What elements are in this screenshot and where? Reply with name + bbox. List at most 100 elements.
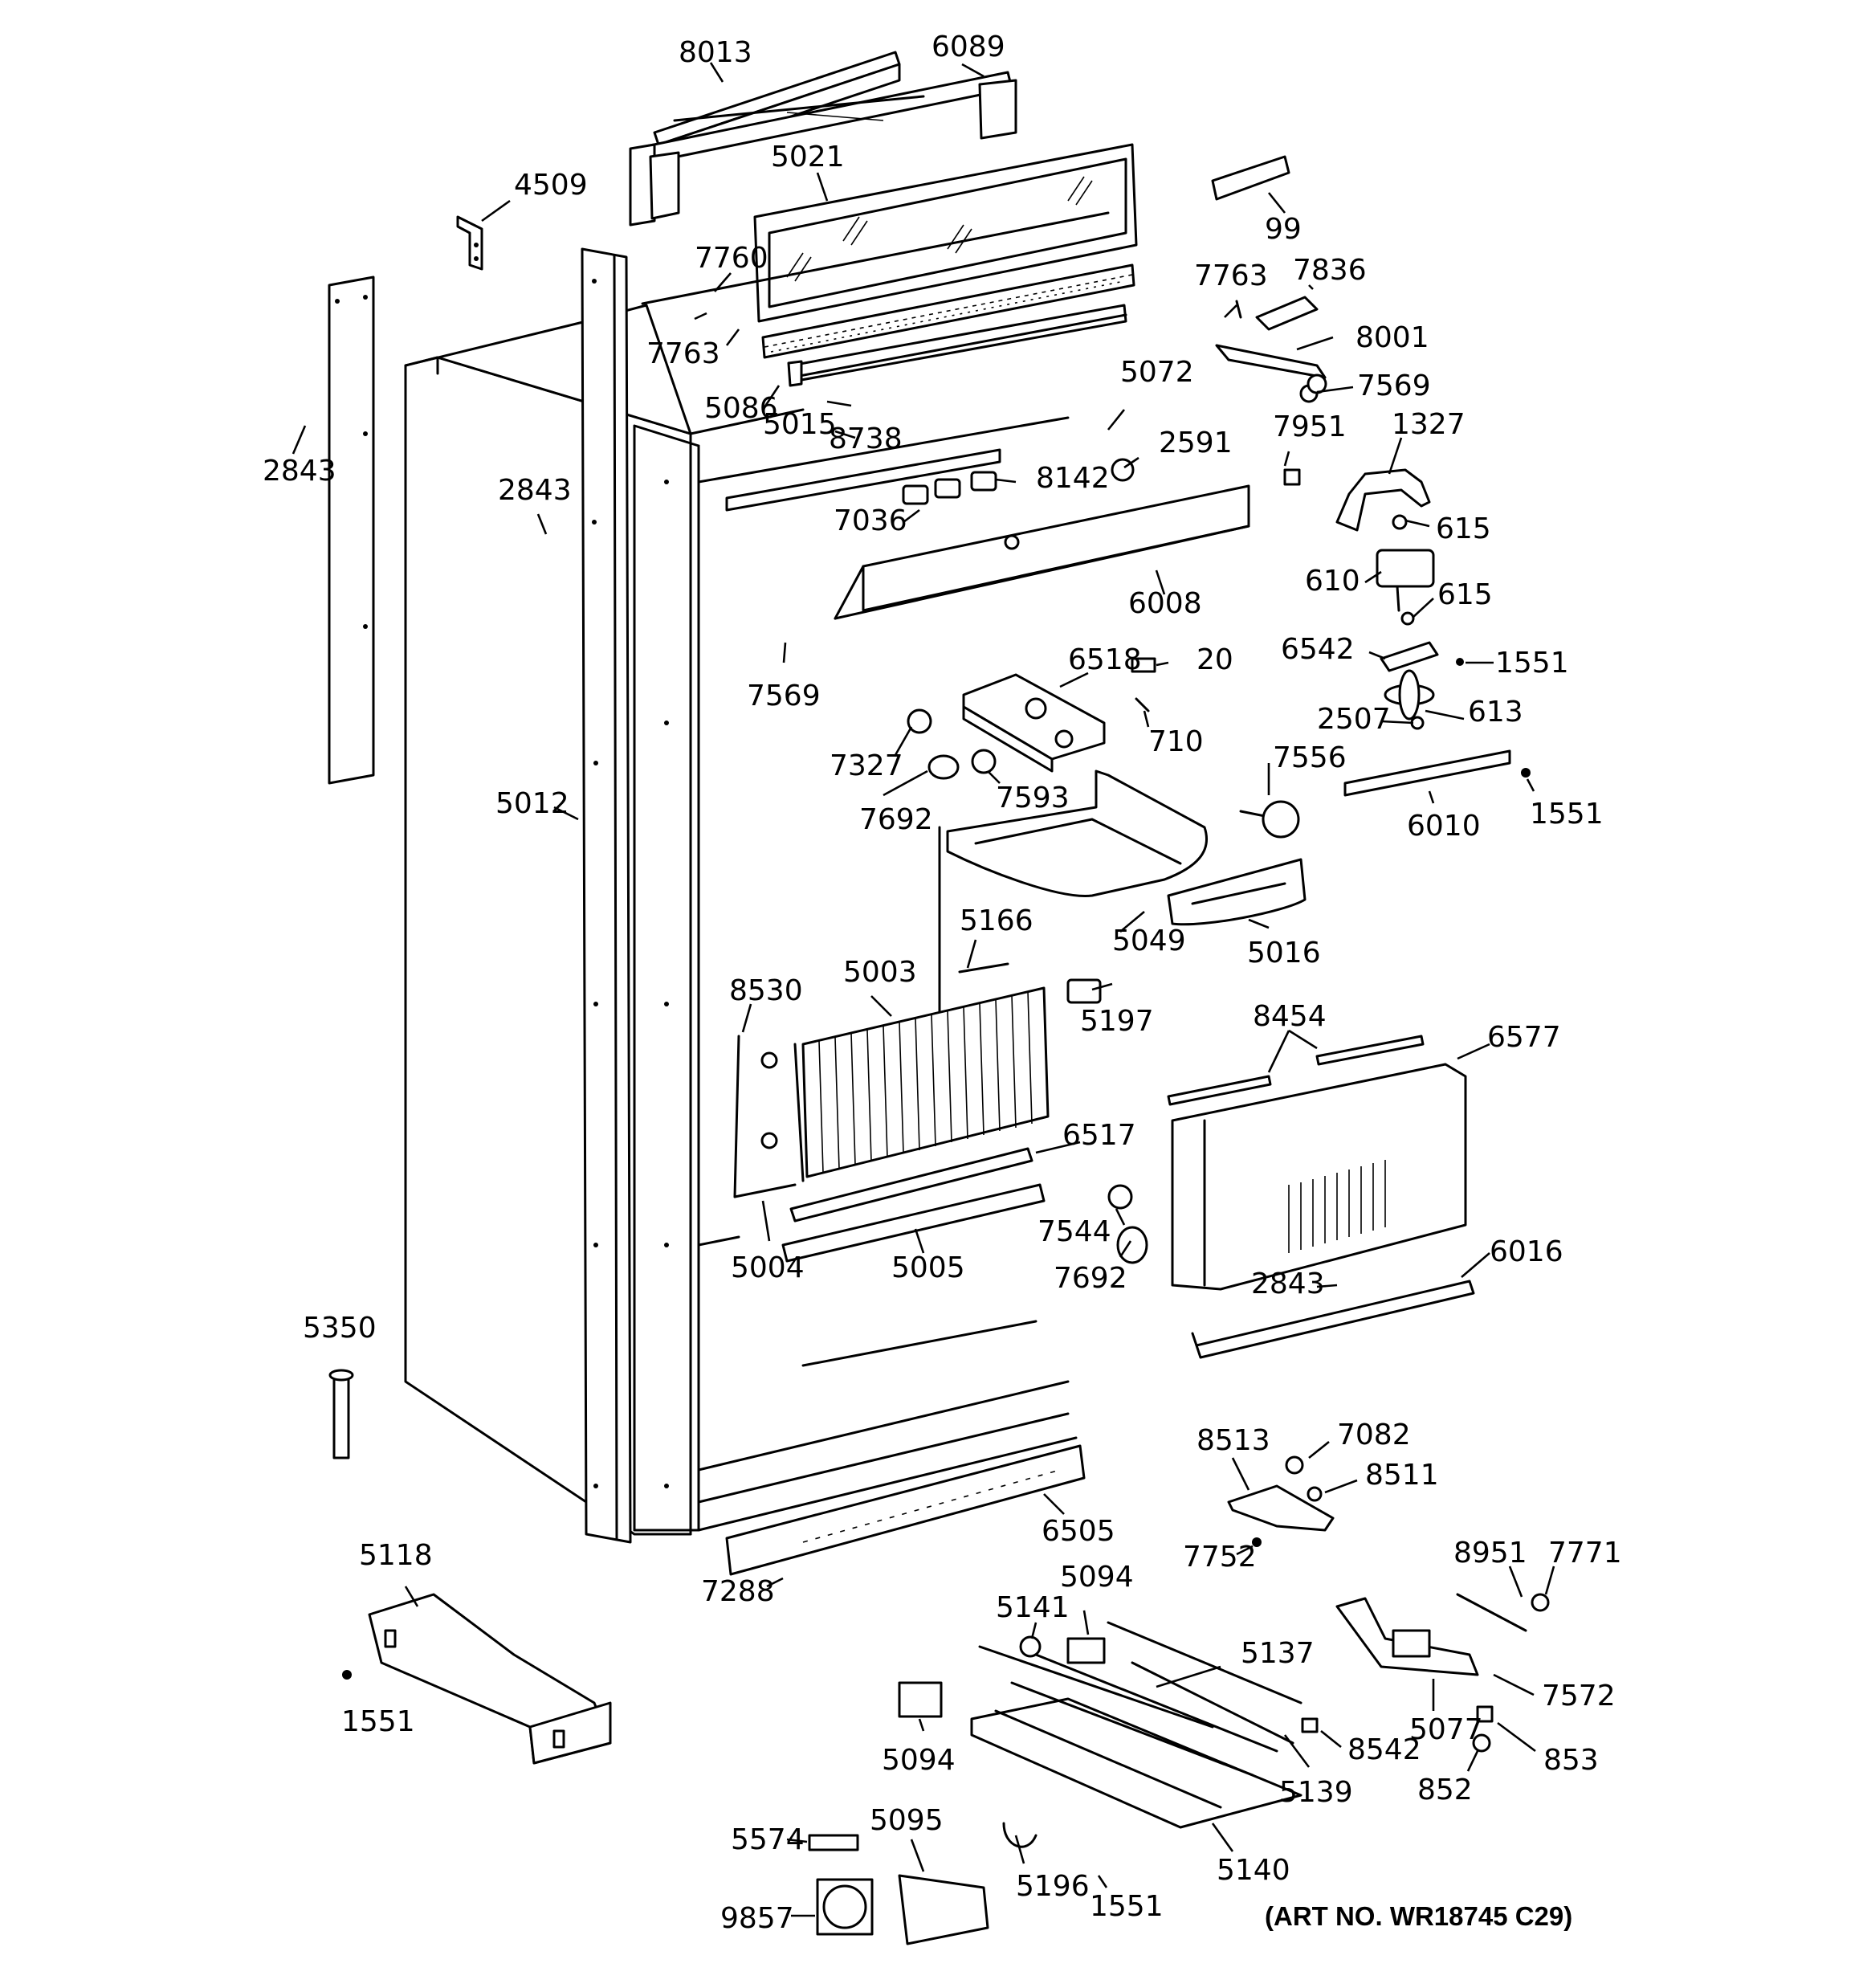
label-5350: 5350 xyxy=(303,1312,377,1345)
label-852: 852 xyxy=(1417,1774,1473,1806)
label-8530: 8530 xyxy=(729,974,803,1007)
label-7327: 7327 xyxy=(830,749,903,782)
hinge-assembly xyxy=(1215,296,1327,403)
label-2843-middle: 2843 xyxy=(498,474,572,507)
grommet-5141 xyxy=(1019,1635,1042,1658)
label-710: 710 xyxy=(1148,725,1204,758)
label-6008: 6008 xyxy=(1128,587,1202,620)
perforated-strip xyxy=(761,263,1135,359)
label-8013: 8013 xyxy=(679,36,752,69)
label-5141: 5141 xyxy=(996,1591,1070,1624)
light-7544 xyxy=(1107,1184,1148,1264)
front-post xyxy=(581,247,669,1544)
label-5005: 5005 xyxy=(891,1251,965,1284)
label-7556: 7556 xyxy=(1273,741,1347,774)
shelf-rail-6008 xyxy=(725,448,1250,620)
label-5137: 5137 xyxy=(1241,1637,1315,1670)
label-1327: 1327 xyxy=(1392,408,1466,441)
label-7572: 7572 xyxy=(1542,1680,1616,1712)
label-5197: 5197 xyxy=(1080,1005,1154,1038)
label-99: 99 xyxy=(1265,213,1302,246)
glass-shelf xyxy=(753,143,1138,323)
label-5086: 5086 xyxy=(704,392,778,425)
label-8542: 8542 xyxy=(1347,1733,1421,1766)
clip-8542 xyxy=(1301,1717,1319,1733)
label-5072: 5072 xyxy=(1120,356,1194,389)
label-1551-fan: 1551 xyxy=(1495,647,1569,680)
label-8738: 8738 xyxy=(829,423,903,455)
label-8142: 8142 xyxy=(1036,462,1110,495)
label-6518: 6518 xyxy=(1068,643,1142,676)
label-5049: 5049 xyxy=(1112,925,1186,957)
logo-badge xyxy=(1211,155,1290,201)
label-8951: 8951 xyxy=(1453,1537,1527,1570)
label-7752: 7752 xyxy=(1183,1541,1257,1574)
label-7593: 7593 xyxy=(996,782,1070,814)
label-8513: 8513 xyxy=(1196,1424,1270,1457)
label-5004: 5004 xyxy=(731,1251,805,1284)
bracket-5094-lower xyxy=(898,1681,943,1718)
label-1551-right: 1551 xyxy=(1530,798,1604,831)
label-7036: 7036 xyxy=(834,504,907,537)
label-5166: 5166 xyxy=(960,904,1033,937)
label-7763-right: 7763 xyxy=(1194,259,1268,292)
fan-motor-610 xyxy=(1376,549,1435,626)
label-9857: 9857 xyxy=(720,1902,794,1935)
label-613: 613 xyxy=(1468,696,1523,729)
label-615-lower: 615 xyxy=(1437,578,1493,611)
label-5077: 5077 xyxy=(1409,1713,1483,1746)
top-trim-assembly xyxy=(629,51,1017,227)
heater-grid xyxy=(970,1621,1302,1829)
label-7692-upper: 7692 xyxy=(859,803,933,836)
fan-shroud-5095 xyxy=(898,1874,989,1945)
drain-trough xyxy=(781,1147,1046,1263)
bracket-5094-upper xyxy=(1066,1637,1106,1664)
label-2591: 2591 xyxy=(1159,427,1233,459)
label-7951: 7951 xyxy=(1273,410,1347,443)
label-7760: 7760 xyxy=(695,242,768,275)
label-5574: 5574 xyxy=(731,1823,805,1856)
grille-6505 xyxy=(725,1444,1086,1576)
light-housing xyxy=(962,657,1156,773)
label-5012: 5012 xyxy=(495,787,569,820)
bracket-6010 xyxy=(1343,749,1531,797)
label-5139: 5139 xyxy=(1279,1776,1353,1809)
left-side-strip xyxy=(328,276,375,785)
bracket-5574 xyxy=(808,1834,859,1851)
tube-5196 xyxy=(1002,1822,1037,1848)
label-5140: 5140 xyxy=(1217,1854,1290,1887)
label-7544: 7544 xyxy=(1037,1215,1111,1248)
label-7288: 7288 xyxy=(701,1575,775,1608)
lamp-socket xyxy=(907,708,997,780)
label-610: 610 xyxy=(1305,565,1360,598)
label-7692-lower: 7692 xyxy=(1054,1262,1127,1295)
leveling-screw-5350 xyxy=(328,1369,354,1459)
art-number: (ART NO. WR18745 C29) xyxy=(1265,1901,1572,1931)
label-6542: 6542 xyxy=(1281,633,1355,666)
condenser-fan-9857 xyxy=(816,1878,874,1936)
label-615-upper: 615 xyxy=(1436,512,1491,545)
label-6577: 6577 xyxy=(1487,1021,1561,1054)
fan-bracket-1327 xyxy=(1283,468,1431,532)
evaporator-cover-6577 xyxy=(1167,1035,1467,1291)
label-4509: 4509 xyxy=(514,169,588,202)
shelf-channel xyxy=(787,304,1127,387)
label-8511: 8511 xyxy=(1365,1459,1439,1492)
label-5094-lower: 5094 xyxy=(882,1744,956,1777)
label-1551-bottom: 1551 xyxy=(1090,1890,1164,1923)
fan-blade-613 xyxy=(1384,669,1435,730)
drip-tray-5049 xyxy=(946,769,1209,897)
label-7082: 7082 xyxy=(1337,1419,1411,1451)
label-853: 853 xyxy=(1543,1744,1599,1777)
compressor-box-5118 xyxy=(342,1593,612,1765)
drawer-slide-5077 xyxy=(1335,1593,1550,1753)
light-switches xyxy=(902,471,997,505)
label-7569-top: 7569 xyxy=(1357,369,1431,402)
label-2843-lower: 2843 xyxy=(1251,1268,1325,1300)
hinge-plate-8513 xyxy=(1227,1455,1335,1547)
heater-clips-8530 xyxy=(733,1035,797,1198)
motor-bracket-6542 xyxy=(1380,641,1464,672)
label-7569-left: 7569 xyxy=(747,680,821,712)
leader-lines xyxy=(291,62,1555,1917)
